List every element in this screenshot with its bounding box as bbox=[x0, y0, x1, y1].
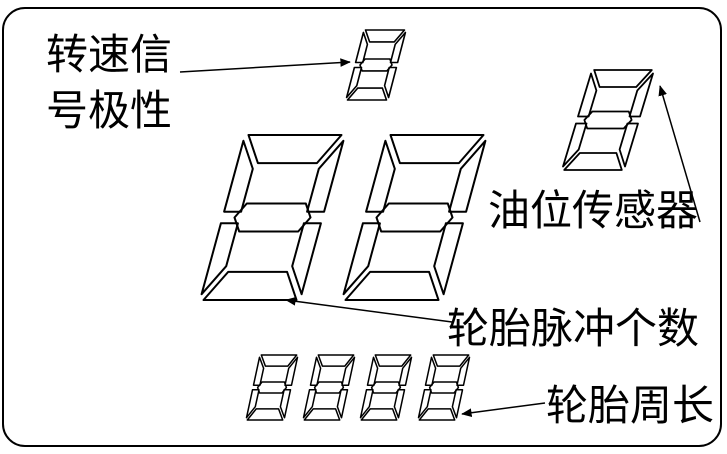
leader-oil-sensor bbox=[658, 85, 701, 223]
segment-bottom bbox=[346, 87, 388, 101]
segment-lower-right bbox=[383, 66, 398, 99]
segment-upper-left bbox=[424, 356, 437, 386]
segment-lower-right bbox=[433, 222, 464, 296]
segment-upper-left bbox=[365, 139, 396, 213]
pulse-count-digit-2 bbox=[342, 134, 487, 301]
circumference-digit-4 bbox=[417, 354, 471, 421]
segment-upper-right bbox=[448, 139, 487, 213]
segment-lower-left bbox=[200, 222, 239, 296]
segment-lower-left bbox=[417, 389, 432, 419]
segment-top bbox=[260, 354, 298, 367]
speed-signal-polarity-label-line1: 转速信 bbox=[46, 30, 173, 79]
segment-middle bbox=[256, 381, 288, 394]
segment-top bbox=[317, 354, 355, 367]
segment-middle bbox=[233, 202, 312, 233]
segment-top bbox=[432, 354, 470, 367]
segment-lower-right bbox=[291, 222, 322, 296]
segment-lower-left bbox=[359, 389, 374, 419]
segment-bottom bbox=[202, 270, 298, 301]
segment-upper-right bbox=[628, 72, 654, 118]
segment-upper-left bbox=[309, 356, 322, 386]
panel-border bbox=[2, 7, 722, 447]
segment-upper-left bbox=[577, 72, 598, 118]
segment-middle bbox=[583, 110, 633, 130]
segment-lower-left bbox=[345, 66, 363, 99]
tire-circumference-label: 轮胎周长 bbox=[546, 381, 715, 430]
tire-pulse-count-label: 轮胎脉冲个数 bbox=[447, 304, 700, 353]
oil-level-sensor-label: 油位传感器 bbox=[488, 186, 699, 235]
segment-top bbox=[389, 134, 485, 165]
segment-upper-right bbox=[306, 139, 345, 213]
segment-upper-left bbox=[223, 139, 254, 213]
leader-lines bbox=[179, 58, 701, 418]
segment-middle bbox=[313, 381, 345, 394]
segment-upper-left bbox=[366, 356, 379, 386]
circumference-digit-2 bbox=[302, 354, 356, 421]
segment-lower-left bbox=[302, 389, 317, 419]
leader-speed-polarity bbox=[179, 58, 351, 73]
leader-pulse-count bbox=[285, 296, 453, 323]
segment-bottom bbox=[360, 408, 398, 421]
segment-lower-left bbox=[342, 222, 381, 296]
segment-middle bbox=[370, 381, 402, 394]
segment-middle bbox=[359, 58, 393, 72]
segment-top bbox=[593, 69, 653, 88]
pulse-count-digit-1 bbox=[200, 134, 345, 301]
segment-lower-right bbox=[336, 389, 349, 419]
segment-top bbox=[364, 29, 406, 43]
oil-sensor-digit bbox=[562, 69, 654, 171]
segment-upper-left bbox=[252, 356, 265, 386]
segment-middle bbox=[375, 202, 454, 233]
segment-bottom bbox=[418, 408, 456, 421]
seven-segment-digits bbox=[200, 29, 654, 421]
circumference-digit-3 bbox=[359, 354, 413, 421]
speed-signal-polarity-label-line2: 号极性 bbox=[46, 86, 173, 135]
segment-top bbox=[374, 354, 412, 367]
segment-lower-left bbox=[245, 389, 260, 419]
segment-bottom bbox=[563, 152, 623, 171]
segment-lower-right bbox=[618, 122, 639, 168]
segment-lower-left bbox=[562, 122, 588, 168]
segment-lower-right bbox=[451, 389, 464, 419]
leader-circumference bbox=[461, 402, 546, 418]
segment-middle bbox=[428, 381, 460, 394]
segment-top bbox=[247, 134, 343, 165]
circumference-digit-1 bbox=[245, 354, 299, 421]
segment-upper-left bbox=[354, 31, 369, 64]
segment-bottom bbox=[246, 408, 284, 421]
segment-bottom bbox=[344, 270, 440, 301]
segment-bottom bbox=[303, 408, 341, 421]
segment-lower-right bbox=[393, 389, 406, 419]
speed-polarity-digit bbox=[345, 29, 407, 101]
segment-lower-right bbox=[279, 389, 292, 419]
